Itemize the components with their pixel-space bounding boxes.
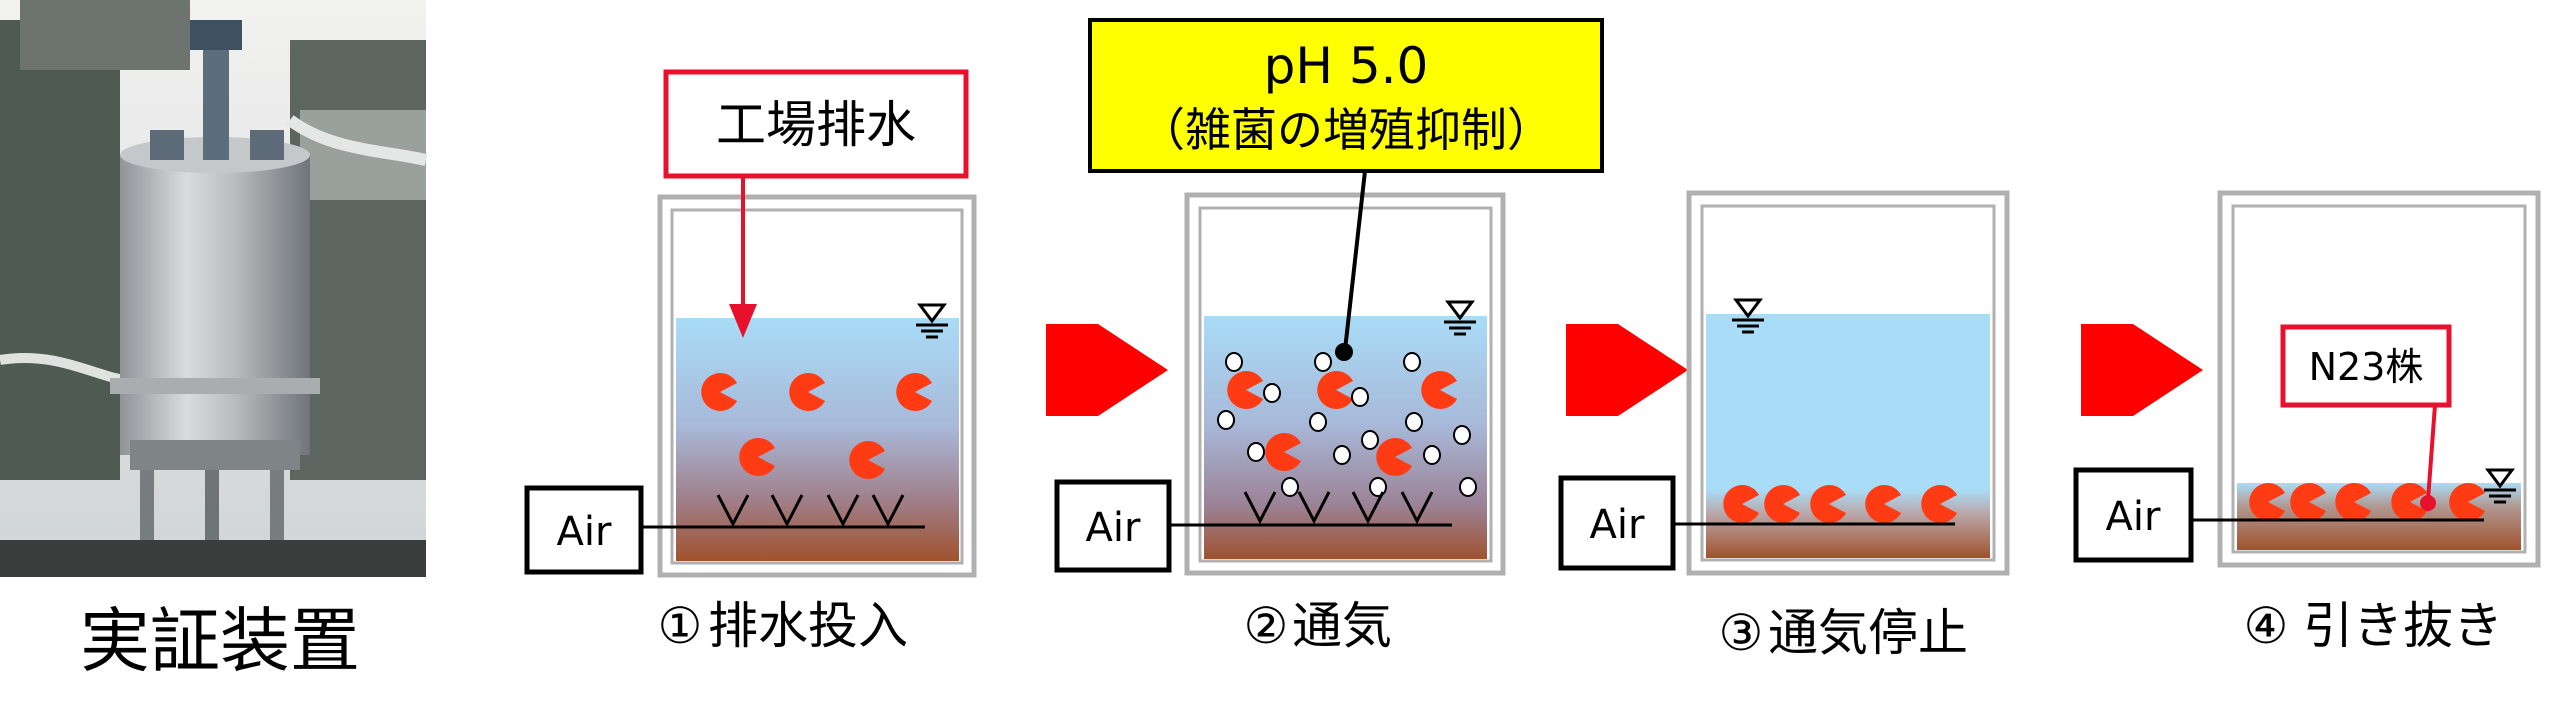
flow-arrow-icon [1566,324,1688,416]
air-bubble-icon [1423,445,1441,465]
air-box [524,485,644,575]
air-bubble-icon [1247,442,1265,462]
inflow-arrow-icon [729,176,757,338]
air-bubble-icon [1309,412,1327,432]
photo-caption: 実証装置 [80,600,360,682]
step-2-label: 通気 [1292,597,1392,655]
step-4-number: ④ [2244,597,2289,655]
air-bubble-icon [1405,412,1423,432]
air-label: Air [557,509,612,555]
aerator-nozzle-icon [1243,491,1434,525]
air-bubble-icon [1333,445,1351,465]
strain-callout-text: N23株 [2309,345,2424,389]
step-1-label: 排水投入 [708,597,908,655]
air-bubble-icon [1281,477,1299,497]
air-bubble-icon [1459,477,1477,497]
air-label: Air [1086,505,1141,551]
air-bubble-icon [1351,387,1369,407]
air-label: Air [2106,494,2161,540]
air-bubble-icon [1225,352,1243,372]
air-bubble-icon [1217,410,1235,430]
step-1-number: ① [658,597,703,655]
wastewater-callout-text: 工場排水 [716,96,916,154]
air-bubble-icon [1314,352,1332,372]
pointer-line [1335,170,1367,361]
step-3-label: 通気停止 [1768,604,1968,662]
air-bubble-icon [1263,383,1281,403]
aerator-nozzle-icon [716,494,905,528]
air-bubble-icon [1361,430,1379,450]
ph-callout-line1: pH 5.0 [1264,37,1429,95]
air-label: Air [1590,502,1645,548]
step-4-label: 引き抜き [2303,597,2503,655]
flow-arrow-icon [2081,324,2203,416]
step-1-tank [640,194,977,578]
air-box [1054,479,1172,573]
ph-callout-line2: （雑菌の増殖抑制） [1139,103,1553,157]
strain-callout [2280,324,2452,408]
step-3-number: ③ [1719,604,1764,662]
air-bubble-icon [1453,425,1471,445]
flow-arrow-icon [1046,324,1168,416]
wastewater-callout [663,69,969,179]
strain-pointer [2420,404,2437,511]
air-bubble-icon [1403,352,1421,372]
equipment-photo [0,0,428,577]
step-2-number: ② [1244,597,1289,655]
air-box [1558,475,1676,571]
ph-callout [1088,18,1604,173]
step-2-tank [1167,192,1506,576]
air-box [2073,467,2194,563]
step-3-tank [1672,190,2010,576]
